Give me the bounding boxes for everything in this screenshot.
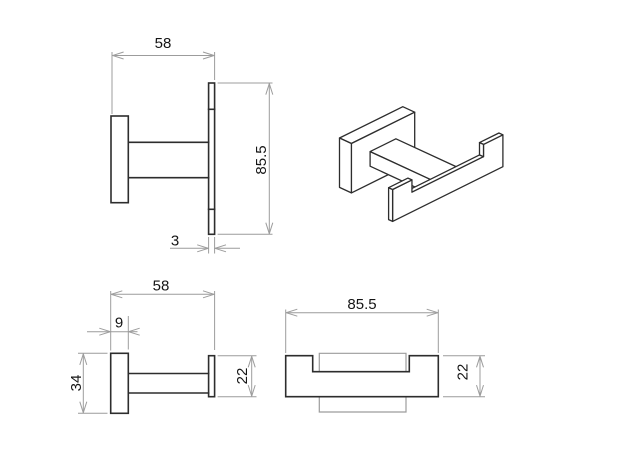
side-view: 58 9 34 22	[68, 278, 257, 415]
dim-label-wall-plate-depth: 9	[115, 315, 123, 332]
dimension-bar-height-22: 22	[217, 355, 257, 398]
dim-label-bar-thickness: 3	[171, 233, 179, 250]
left-hook-tab-top-face	[387, 177, 413, 191]
dim-label-depth: 58	[153, 278, 170, 295]
stem-edges	[127, 372, 210, 394]
wall-plate-side-face	[338, 137, 353, 194]
dim-label-bar-height: 22	[455, 364, 472, 381]
hook-bar-end-face	[387, 187, 394, 223]
hook-bar-outline	[207, 354, 216, 398]
dimension-wall-plate-height-34: 34	[68, 352, 108, 414]
hook-bar-outline	[207, 82, 216, 236]
hook-bar-outline	[284, 354, 440, 398]
right-hook-tab-step-face	[478, 141, 485, 158]
front-view: 85.5 22	[284, 296, 485, 413]
wall-plate-behind-outline	[318, 352, 407, 413]
dimension-wall-plate-depth-9: 9	[87, 315, 138, 350]
isometric-view	[338, 106, 504, 223]
dim-label-wall-plate-height: 34	[68, 375, 85, 392]
dim-label-bar-length: 85.5	[347, 296, 376, 313]
wall-plate-outline	[110, 115, 130, 204]
dimension-bar-length-85-5: 85.5	[217, 82, 273, 235]
dimension-depth-58: 58	[110, 278, 216, 351]
dim-label-bar-length: 85.5	[253, 145, 270, 174]
dimension-depth-58: 58	[111, 35, 216, 114]
dimension-bar-length-85-5: 85.5	[285, 296, 439, 353]
dimension-bar-thickness-3: 3	[170, 233, 240, 254]
dimension-bar-height-22: 22	[443, 355, 485, 398]
recess-edge-marks	[207, 108, 216, 211]
wall-plate-outline	[109, 352, 130, 415]
stem-edges	[127, 141, 210, 179]
dim-label-depth: 58	[155, 35, 172, 52]
dim-label-bar-height: 22	[234, 368, 251, 385]
top-view: 58 85.5 3	[110, 35, 273, 254]
